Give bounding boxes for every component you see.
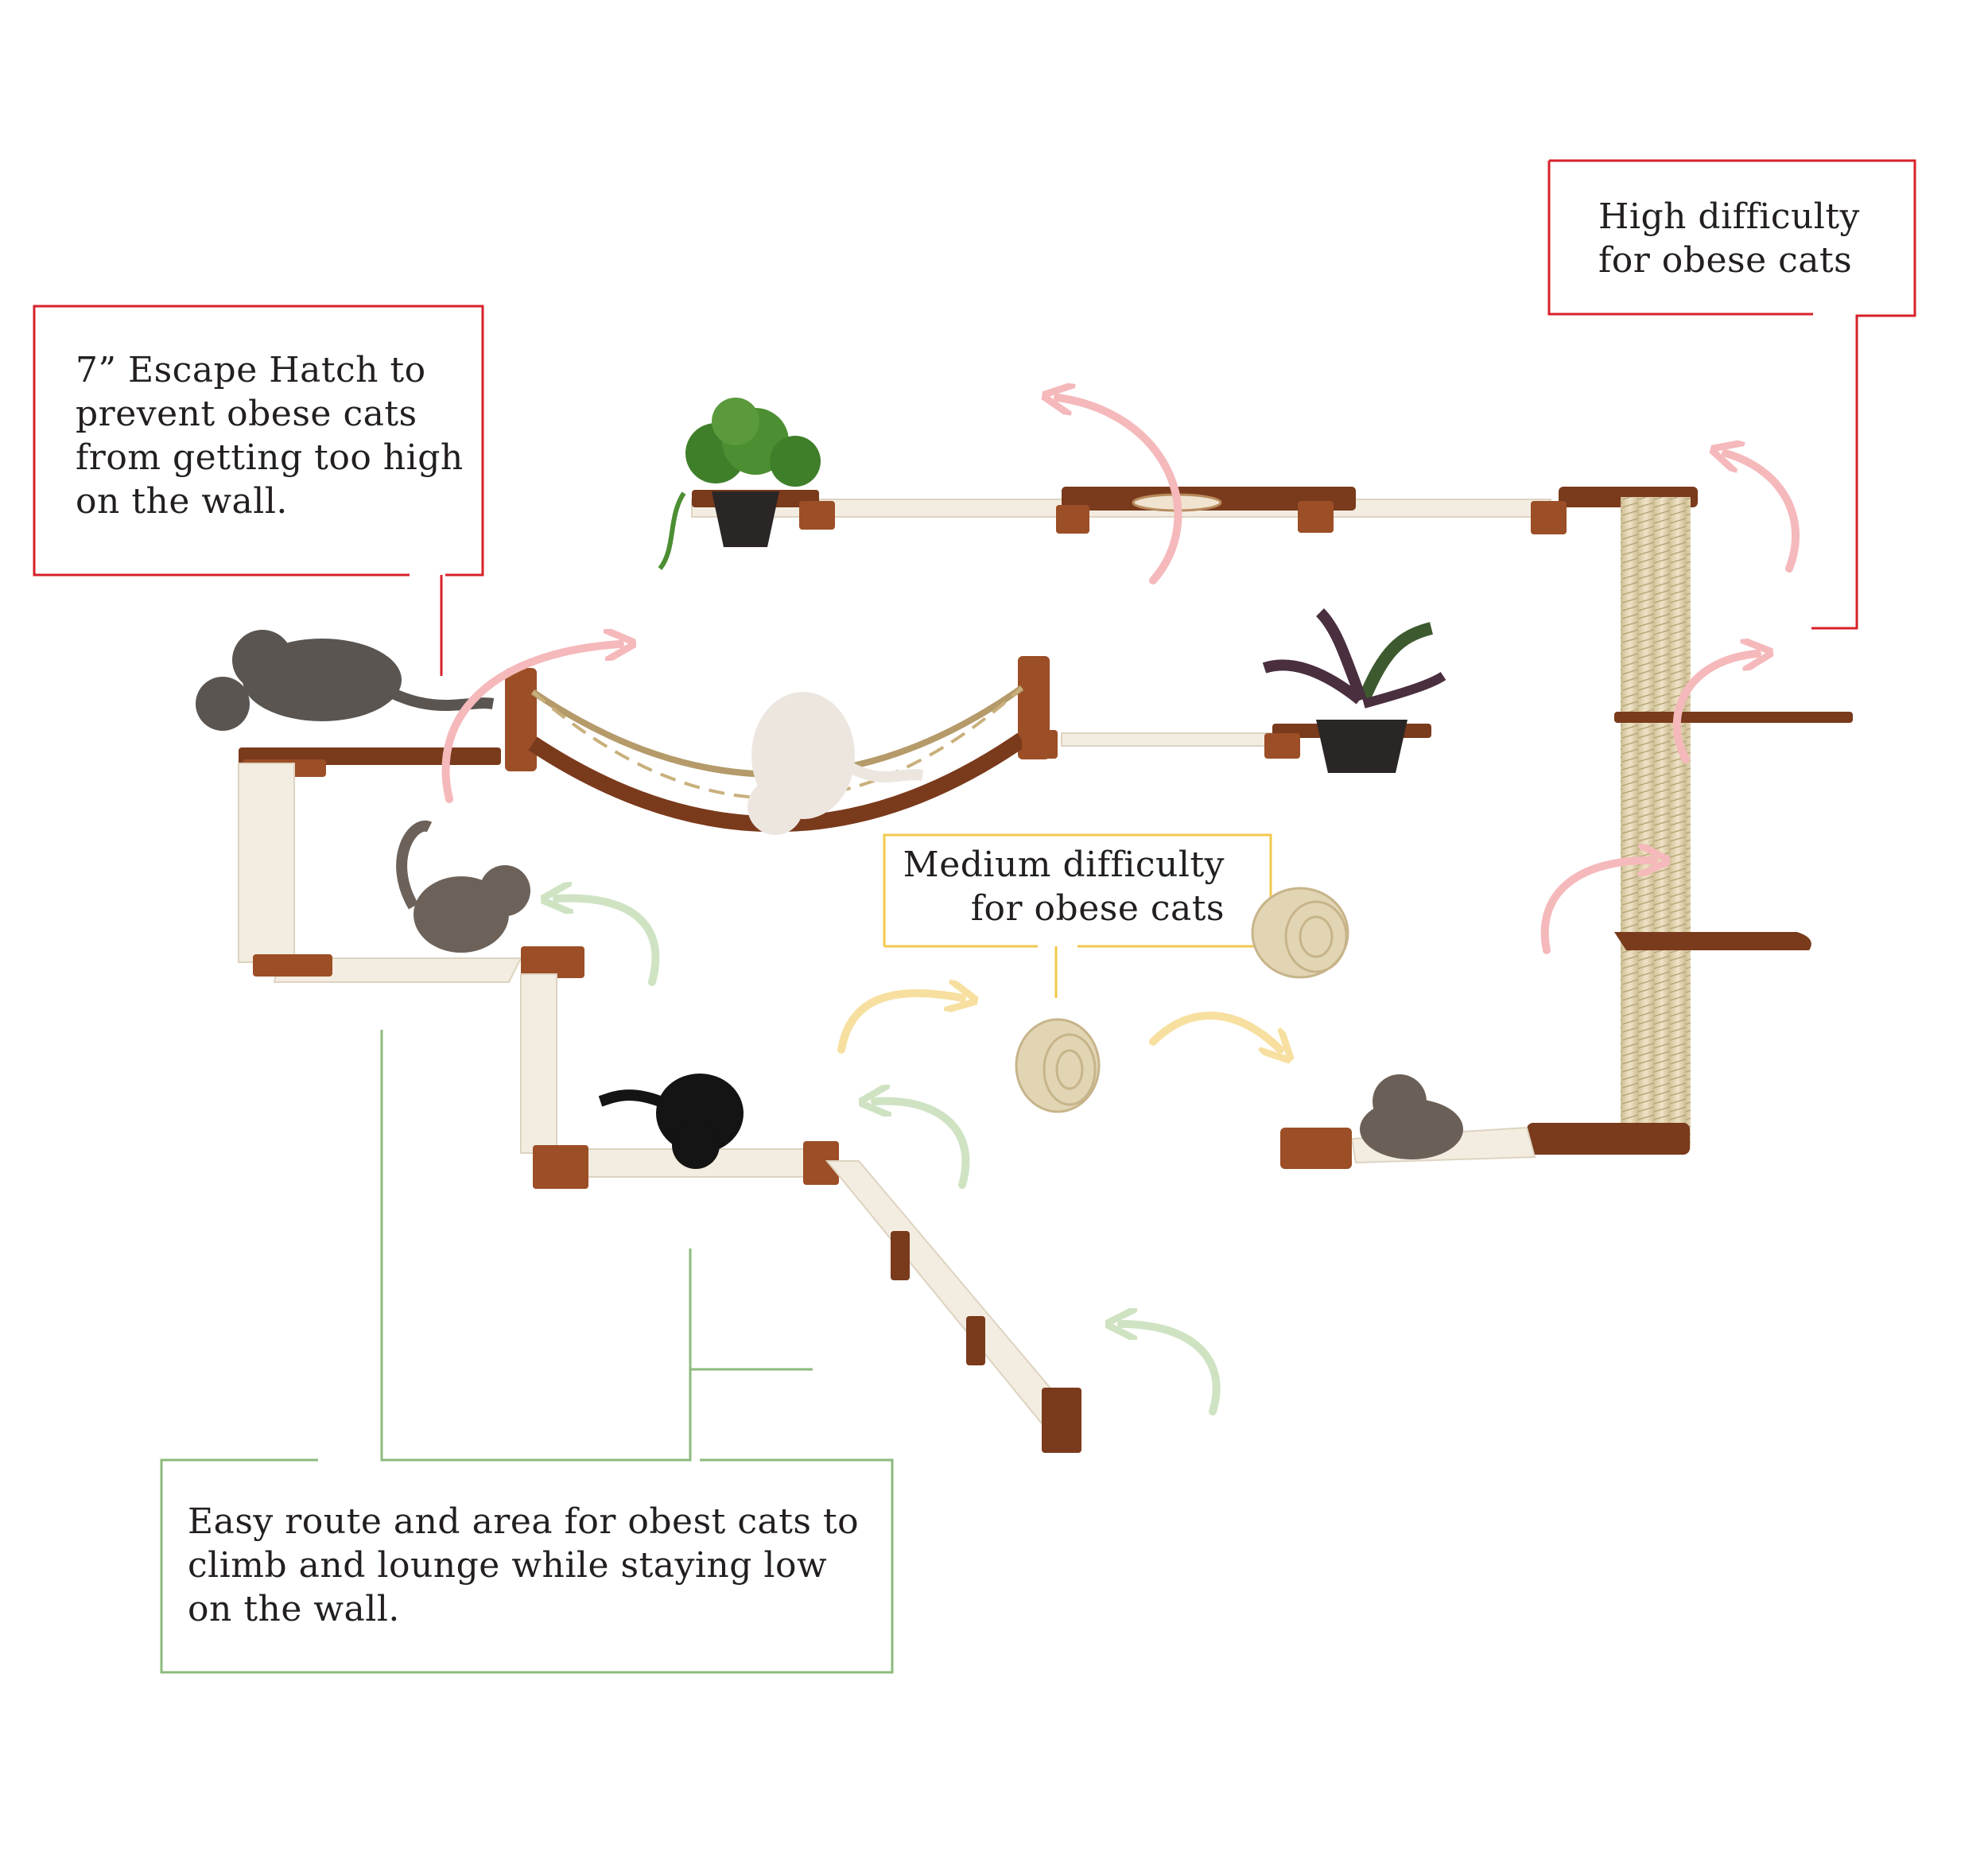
easy-arrows bbox=[557, 899, 1221, 1415]
arrow-icon bbox=[1149, 1012, 1280, 1050]
cat-icon bbox=[1360, 1074, 1463, 1159]
plant-icon bbox=[658, 398, 821, 570]
sisal-step-icon bbox=[1015, 1018, 1101, 1113]
arrow-icon bbox=[1726, 453, 1800, 573]
high-arrows bbox=[441, 398, 1800, 954]
cat-icon bbox=[747, 692, 924, 835]
arrow-icon bbox=[837, 993, 962, 1054]
arrow-icon bbox=[1121, 1324, 1221, 1415]
medium-difficulty-callout-text: Medium difficulty for obese cats bbox=[903, 845, 1225, 929]
arrow-icon bbox=[441, 644, 620, 803]
sisal-pole-icon bbox=[1527, 497, 1853, 1155]
high-difficulty-callout-text: High difficulty for obese cats bbox=[1598, 196, 1860, 281]
cat-icon bbox=[396, 820, 530, 953]
callout-escape-box bbox=[33, 305, 484, 676]
diagonal-ramp bbox=[825, 1160, 1081, 1453]
arrow-icon bbox=[1058, 398, 1182, 584]
callout-high-box bbox=[1547, 159, 1916, 630]
cat-icon bbox=[196, 630, 495, 731]
arrow-icon bbox=[1672, 654, 1757, 763]
medium-arrows bbox=[837, 993, 1280, 1054]
easy-route-callout-text: Easy route and area for obest cats to cl… bbox=[188, 1501, 860, 1629]
canvas-hammock-left bbox=[238, 763, 295, 963]
sisal-step-icon bbox=[1251, 887, 1349, 979]
plant-icon bbox=[1262, 608, 1446, 773]
cat-icon bbox=[598, 1074, 744, 1169]
arrow-icon bbox=[875, 1101, 970, 1189]
callout-medium-box bbox=[883, 833, 1272, 998]
escape-hatch-callout-text: 7” Escape Hatch to prevent obese cats fr… bbox=[76, 350, 464, 522]
callout-easy-box bbox=[160, 1030, 894, 1674]
top-shelf-row bbox=[691, 487, 1698, 534]
arrow-icon bbox=[1540, 860, 1654, 954]
arrow-icon bbox=[557, 899, 660, 986]
left-top-shelf bbox=[238, 747, 501, 963]
left-lower-shelves bbox=[253, 946, 839, 1189]
